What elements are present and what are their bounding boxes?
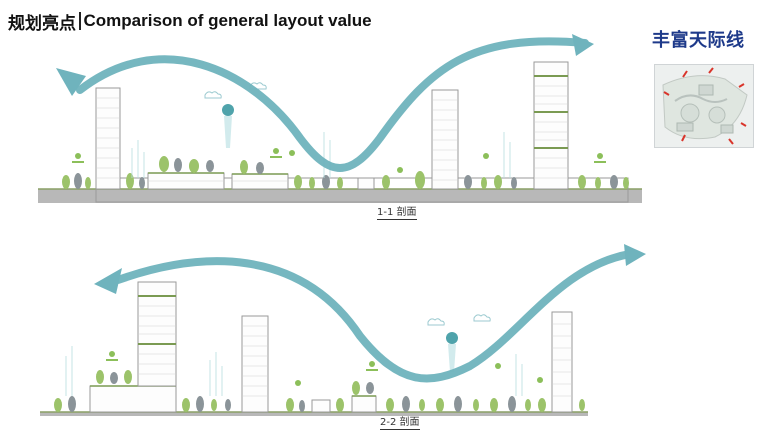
section-caption: 2-2 剖面 [380,417,420,430]
page-title: 规划亮点 Comparison of general layout value [8,10,372,34]
arrowhead-right [572,34,594,56]
section-1-1: 1-1 剖面 [0,28,760,228]
site-plan-thumbnail [654,64,754,148]
brand-logo: 丰富天际线 [652,30,745,51]
cloud-icon [204,82,267,99]
building-tower-left [95,87,121,190]
tree-icon [54,370,585,412]
building-tower-right [551,311,573,413]
building-tower-tall [533,61,569,190]
section-caption: 1-1 剖面 [377,207,417,220]
building-tower-tall [137,281,177,387]
balloon-icon [446,332,458,372]
signpost-icon [72,148,606,173]
building-tower-mid [431,89,459,190]
building-low-block-2 [231,173,289,190]
building-podium-left [89,385,177,413]
cloud-icon [427,314,491,326]
arrowhead-left [56,68,86,96]
wave-arrow-icon [114,250,634,383]
tree-icon [62,156,629,189]
title-divider [79,12,81,30]
arrowhead-left [94,268,122,294]
wave-arrow-icon [76,37,589,172]
building-small-block [357,177,375,190]
ground-strip [38,189,642,203]
title-chinese: 规划亮点 [8,13,76,34]
building-small-block-2 [351,395,377,413]
building-tower-mid [241,315,269,413]
data-streams [131,132,511,178]
section-2-2: 2-2 剖面 [0,236,760,434]
title-english: Comparison of general layout value [83,11,372,30]
balloon-icon [222,104,234,148]
arrowhead-right [624,244,646,266]
signpost-icon [106,351,543,386]
building-low-block-1 [147,172,225,190]
building-small-block-1 [311,399,331,413]
data-streams [65,346,523,396]
ground-strip [40,412,588,416]
